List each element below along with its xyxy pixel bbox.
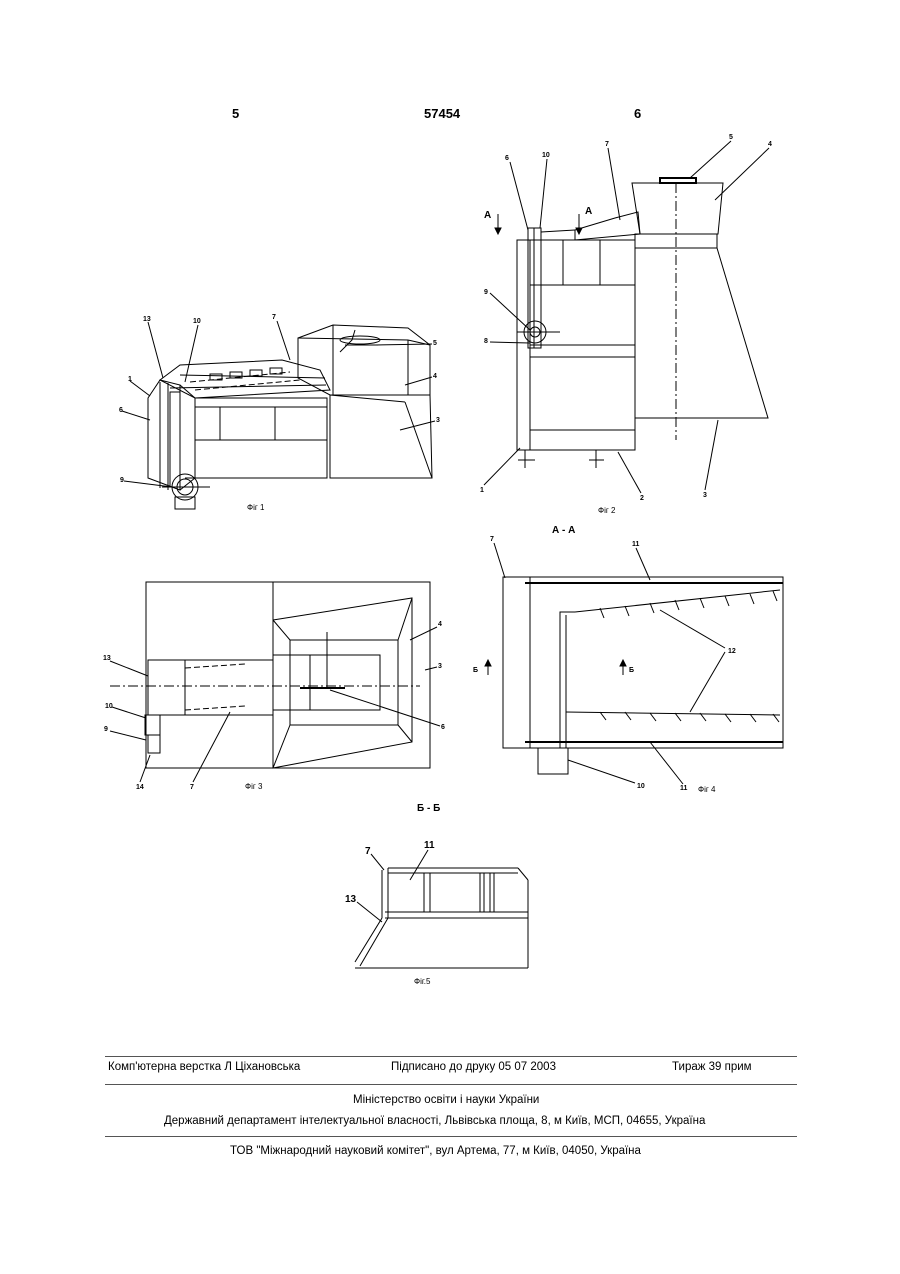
- fig3-label-10: 10: [105, 703, 113, 710]
- fig4-label-12: 12: [728, 648, 736, 655]
- fig1-label-13: 13: [143, 316, 151, 323]
- fig4-label-7: 7: [490, 536, 494, 543]
- footer-rule-1: [105, 1056, 797, 1057]
- footer-rule-3: [105, 1136, 797, 1137]
- fig2-label-4: 4: [768, 141, 772, 148]
- fig2-label-7: 7: [605, 141, 609, 148]
- fig5-label-13: 13: [345, 894, 357, 905]
- fig5-title: Б - Б: [417, 803, 440, 814]
- fig5-label-7: 7: [365, 846, 371, 857]
- fig2-section-mark-left: А: [484, 210, 491, 221]
- footer-department: Державний департамент інтелектуальної вл…: [164, 1115, 705, 1127]
- fig2-label-2: 2: [640, 495, 644, 502]
- footer-layout-credit: Комп'ютерна верстка Л Ціхановська: [108, 1061, 300, 1073]
- fig3-label-4: 4: [438, 621, 442, 628]
- footer-ministry: Міністерство освіти і науки України: [353, 1094, 539, 1106]
- fig2-caption: Фіг 2: [598, 506, 616, 515]
- fig1-label-3: 3: [436, 417, 440, 424]
- fig1-caption: Фіг 1: [247, 503, 265, 512]
- fig2-label-6: 6: [505, 155, 509, 162]
- fig1-label-5: 5: [433, 340, 437, 347]
- fig3-label-9: 9: [104, 726, 108, 733]
- footer-print-run: Тираж 39 прим: [672, 1061, 752, 1073]
- footer-publisher: ТОВ "Міжнародний науковий комітет", вул …: [230, 1145, 641, 1157]
- fig4-label-11-top: 11: [632, 541, 640, 548]
- fig5-caption: Фіг.5: [414, 977, 431, 986]
- fig4-title: А - А: [552, 525, 575, 536]
- fig2-section-mark-right: А: [585, 206, 592, 217]
- figure-1: 13 10 7 5 4 3 1 6 9 Фіг 1: [119, 314, 440, 512]
- figure-2: А А 6 10 7 5 4 9 8 1 2 3 Фіг 2: [480, 134, 772, 515]
- fig2-label-10: 10: [542, 152, 550, 159]
- fig4-section-mark-left: Б: [473, 667, 478, 674]
- figure-3: 13 10 9 14 7 4 3 6 Фіг 3: [103, 582, 445, 791]
- fig3-label-7: 7: [190, 784, 194, 791]
- fig2-label-5: 5: [729, 134, 733, 141]
- fig2-label-9: 9: [484, 289, 488, 296]
- fig5-label-11: 11: [424, 840, 435, 851]
- fig1-label-4: 4: [433, 373, 437, 380]
- fig3-label-14: 14: [136, 784, 144, 791]
- fig3-label-13: 13: [103, 655, 111, 662]
- fig1-label-10: 10: [193, 318, 201, 325]
- fig2-label-1: 1: [480, 487, 484, 494]
- fig4-caption: Фіг 4: [698, 785, 716, 794]
- fig1-label-6: 6: [119, 407, 123, 414]
- fig4-label-10: 10: [637, 783, 645, 790]
- fig2-label-3: 3: [703, 492, 707, 499]
- figure-5: Б - Б 7 11 13 Фіг.5: [345, 803, 528, 986]
- fig3-label-6: 6: [441, 724, 445, 731]
- fig3-label-3: 3: [438, 663, 442, 670]
- fig1-label-9: 9: [120, 477, 124, 484]
- fig3-caption: Фіг 3: [245, 782, 263, 791]
- fig4-section-mark-right: Б: [629, 667, 634, 674]
- footer-rule-2: [105, 1084, 797, 1085]
- figure-4: А - А Б Б 7 11 12 10: [473, 525, 783, 794]
- footer-signed-date: Підписано до друку 05 07 2003: [391, 1061, 556, 1073]
- fig1-label-7: 7: [272, 314, 276, 321]
- fig2-label-8: 8: [484, 338, 488, 345]
- fig4-label-11-bottom: 11: [680, 785, 688, 792]
